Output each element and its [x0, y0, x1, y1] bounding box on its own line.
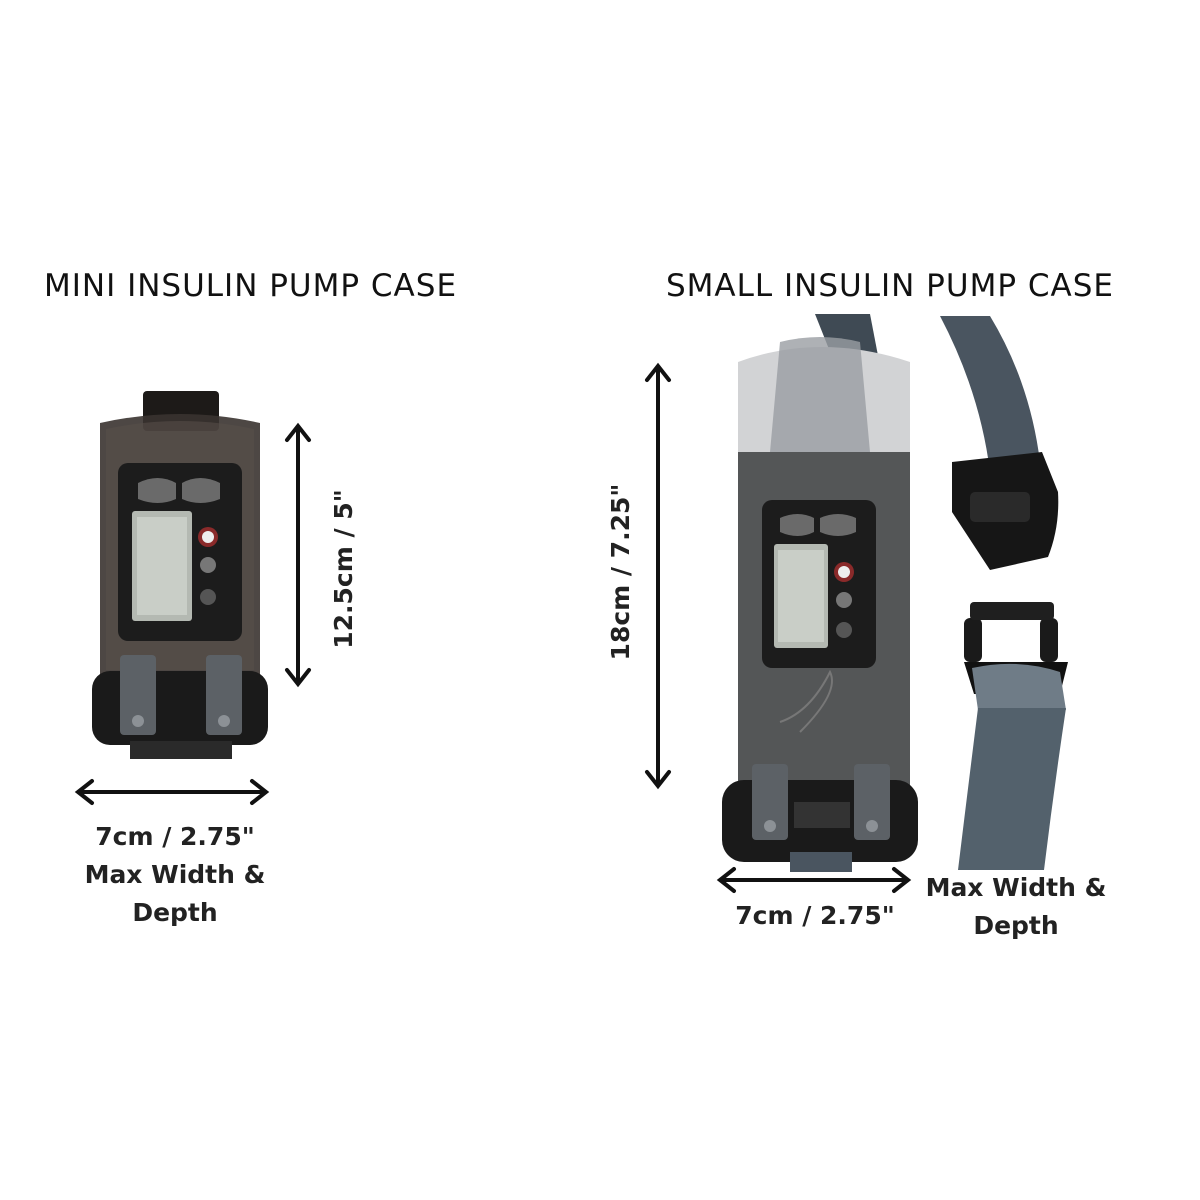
strap-buckle-top-image — [940, 316, 1059, 570]
small-case-title: SMALL INSULIN PUMP CASE — [666, 268, 1114, 304]
small-height-arrow — [645, 362, 671, 790]
mini-width-caption: 7cm / 2.75" Max Width & Depth — [70, 818, 280, 932]
mini-height-arrow — [285, 422, 311, 688]
small-width-arrow — [716, 867, 912, 893]
small-width-caption-line1: Max Width & — [925, 873, 1107, 902]
mini-width-label: 7cm / 2.75" — [95, 822, 255, 851]
small-width-caption-line2: Depth — [973, 911, 1059, 940]
mini-width-caption-line2: Depth — [132, 898, 218, 927]
small-width-label: 7cm / 2.75" — [735, 901, 895, 930]
mini-width-arrow — [74, 779, 270, 805]
mini-height-label: 12.5cm / 5" — [329, 489, 358, 649]
mini-case-title: MINI INSULIN PUMP CASE — [44, 268, 458, 304]
small-pump-case-image — [722, 314, 918, 872]
small-height-label: 18cm / 7.25" — [606, 483, 635, 661]
small-width-caption: Max Width & Depth — [916, 869, 1116, 945]
mini-width-caption-line1: Max Width & — [84, 860, 266, 889]
strap-buckle-bottom-image — [958, 602, 1068, 870]
mini-pump-case-image — [92, 391, 268, 759]
